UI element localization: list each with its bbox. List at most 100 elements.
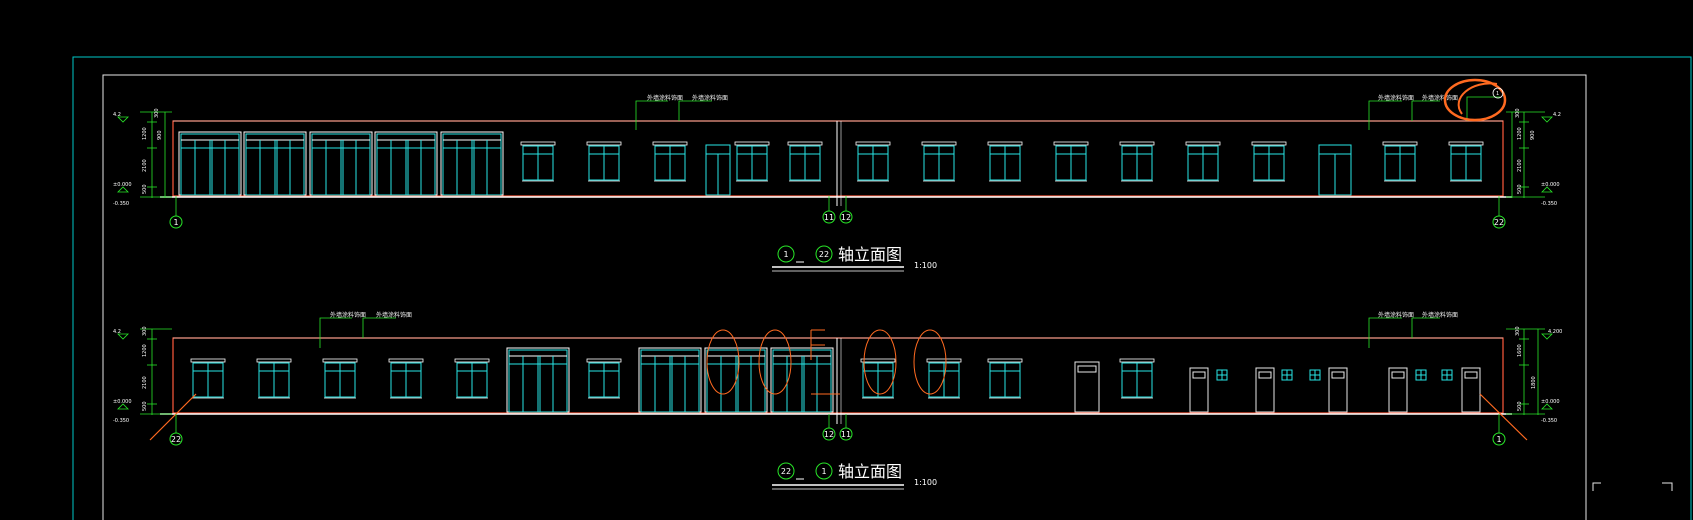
top-left-dim-1: 300 <box>154 108 160 118</box>
top-title-axis-end: 22 <box>819 250 829 259</box>
top-title-axis-end-circle <box>815 245 833 263</box>
top-windows <box>520 141 1484 182</box>
bottom-door-5 <box>1388 367 1408 413</box>
bottom-left-level-3: -0.350 <box>113 418 129 424</box>
top-right-dim-1: 300 <box>1515 108 1521 118</box>
top-window-10 <box>1119 141 1155 182</box>
top-axis-start: 1 <box>173 218 178 227</box>
bottom-left-level-2: ±0.000 <box>113 399 132 405</box>
bottom-right-dim-3: 1800 <box>1531 376 1537 389</box>
bottom-storefront-3 <box>704 347 768 413</box>
bottom-elevation-title: 轴立面图 <box>838 462 902 481</box>
top-left-dim-5: 900 <box>157 130 163 140</box>
top-leader-2: 外墙涂料饰面 <box>692 94 728 102</box>
bottom-axis-start: 22 <box>171 435 181 444</box>
top-left-dimension <box>117 111 172 198</box>
top-door-1 <box>705 144 731 196</box>
top-axis-mid-a-circle <box>822 210 836 224</box>
bottom-window-10 <box>1119 358 1155 399</box>
top-axis-end: 22 <box>1494 218 1504 227</box>
top-leader-4: 外墙涂料饰面 <box>1422 94 1458 102</box>
bottom-left-dim-1: 300 <box>142 326 148 336</box>
top-markup-detail-label: 1 <box>1496 91 1499 97</box>
top-storefront-windows <box>178 131 504 196</box>
bottom-small-window-1 <box>1216 369 1228 381</box>
bottom-door-6 <box>1461 367 1481 413</box>
top-right-level-2: ±0.000 <box>1541 182 1560 188</box>
top-right-dim-3: 2100 <box>1517 159 1523 172</box>
top-door-2 <box>1318 144 1352 196</box>
top-right-dim-4: 500 <box>1517 184 1523 194</box>
bottom-axis-mid-b-circle <box>839 427 853 441</box>
markup-ovals-annotation <box>706 329 947 395</box>
bottom-left-dim-2: 1200 <box>142 344 148 357</box>
bottom-leader-lines <box>319 317 1440 348</box>
bottom-leader-4: 外墙涂料饰面 <box>1422 311 1458 319</box>
bottom-window-3 <box>322 358 358 399</box>
title-block-corner <box>1592 482 1673 491</box>
bottom-window-6 <box>586 358 622 399</box>
top-window-3 <box>652 141 688 182</box>
elevation-top: 外墙涂料饰面 外墙涂料饰面 外墙涂料饰面 外墙涂料饰面 1 4.2 ±0.000… <box>113 78 1561 272</box>
top-window-4 <box>734 141 770 182</box>
bottom-left-dim-4: 500 <box>142 401 148 411</box>
top-window-5 <box>787 141 823 182</box>
bottom-small-window-4 <box>1415 369 1427 381</box>
top-window-14 <box>1448 141 1484 182</box>
bottom-axis-mid-a-circle <box>822 427 836 441</box>
bottom-scale: 1:100 <box>914 478 937 487</box>
bottom-title-axis-end: 1 <box>821 467 826 476</box>
sheet-border <box>72 56 1692 520</box>
top-axis-mid-b: 12 <box>841 213 851 222</box>
top-left-level-2: ±0.000 <box>113 182 132 188</box>
bottom-window-4 <box>388 358 424 399</box>
bottom-right-dim-4: 500 <box>1517 401 1523 411</box>
top-right-dim-2: 1200 <box>1517 127 1523 140</box>
bottom-axis-mid-b: 11 <box>841 430 851 439</box>
bottom-small-window-2 <box>1281 369 1293 381</box>
top-leader-lines <box>635 96 1500 130</box>
bottom-leader-3: 外墙涂料饰面 <box>1378 311 1414 319</box>
bottom-door-4 <box>1328 367 1348 413</box>
bottom-right-level-1: 4.200 <box>1548 329 1562 335</box>
top-window-13 <box>1382 141 1418 182</box>
top-window-7 <box>921 141 957 182</box>
top-axis-end-circle <box>1492 215 1506 229</box>
top-window-6 <box>855 141 891 182</box>
top-storefront-3 <box>309 131 373 196</box>
top-markup-detail-circle <box>1492 87 1504 99</box>
bottom-windows <box>190 358 1155 399</box>
top-left-level-3: -0.350 <box>113 201 129 207</box>
top-axis-start-circle <box>169 215 183 229</box>
top-storefront-1 <box>178 131 242 196</box>
bottom-door-1 <box>1074 361 1100 413</box>
top-right-level-1: 4.2 <box>1553 112 1561 118</box>
bottom-door-3 <box>1255 367 1275 413</box>
top-elevation-title: 轴立面图 <box>838 245 902 264</box>
top-left-dim-2: 1200 <box>142 127 148 140</box>
bottom-axis-start-circle <box>169 432 183 446</box>
top-right-dimension <box>1506 111 1553 198</box>
bottom-right-level-3: -0.350 <box>1541 418 1557 424</box>
bottom-axis-end-circle <box>1492 432 1506 446</box>
bottom-storefront-4 <box>770 347 834 413</box>
top-window-12 <box>1251 141 1287 182</box>
bottom-storefront-1 <box>506 347 570 413</box>
bottom-small-window-3 <box>1309 369 1321 381</box>
bottom-title-axis-start-circle <box>777 462 795 480</box>
bottom-right-level-2: ±0.000 <box>1541 399 1560 405</box>
top-left-dim-4: 500 <box>142 184 148 194</box>
bottom-left-level-1: 4.2 <box>113 329 121 335</box>
markup-cloud-annotation <box>1443 78 1507 122</box>
top-window-9 <box>1053 141 1089 182</box>
top-leader-3: 外墙涂料饰面 <box>1378 94 1414 102</box>
top-leader-1: 外墙涂料饰面 <box>647 94 683 102</box>
elevation-bottom: 外墙涂料饰面 外墙涂料饰面 外墙涂料饰面 外墙涂料饰面 4. <box>113 311 1562 490</box>
bottom-storefront-2 <box>638 347 702 413</box>
top-window-8 <box>987 141 1023 182</box>
bottom-axis-end: 1 <box>1496 435 1501 444</box>
bottom-left-dim-3: 2100 <box>142 376 148 389</box>
markup-diagonals-annotation <box>149 393 1528 441</box>
bottom-window-9 <box>987 358 1023 399</box>
